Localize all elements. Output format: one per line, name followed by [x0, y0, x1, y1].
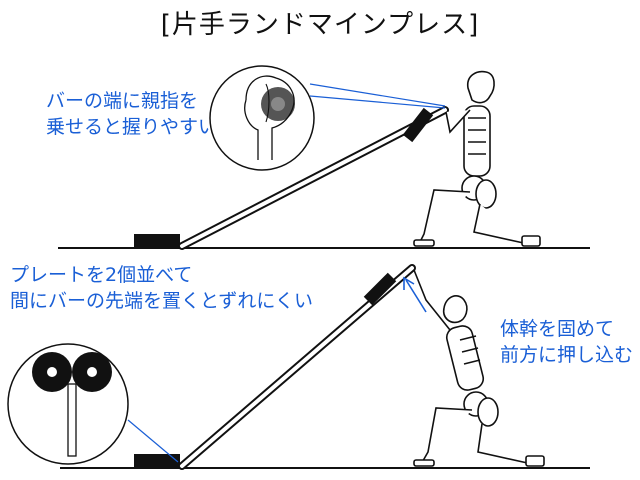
leader-thumb	[310, 84, 445, 106]
push-direction-arrow	[404, 278, 426, 312]
leader-thumb-2	[310, 96, 445, 108]
athlete-figure-top	[414, 72, 540, 246]
plate-block-bottom	[134, 454, 180, 468]
plate-block-top	[134, 234, 180, 248]
plate-detail-inset	[8, 344, 128, 464]
athlete-figure-bottom	[414, 270, 544, 466]
thumb-detail-inset	[210, 66, 314, 170]
